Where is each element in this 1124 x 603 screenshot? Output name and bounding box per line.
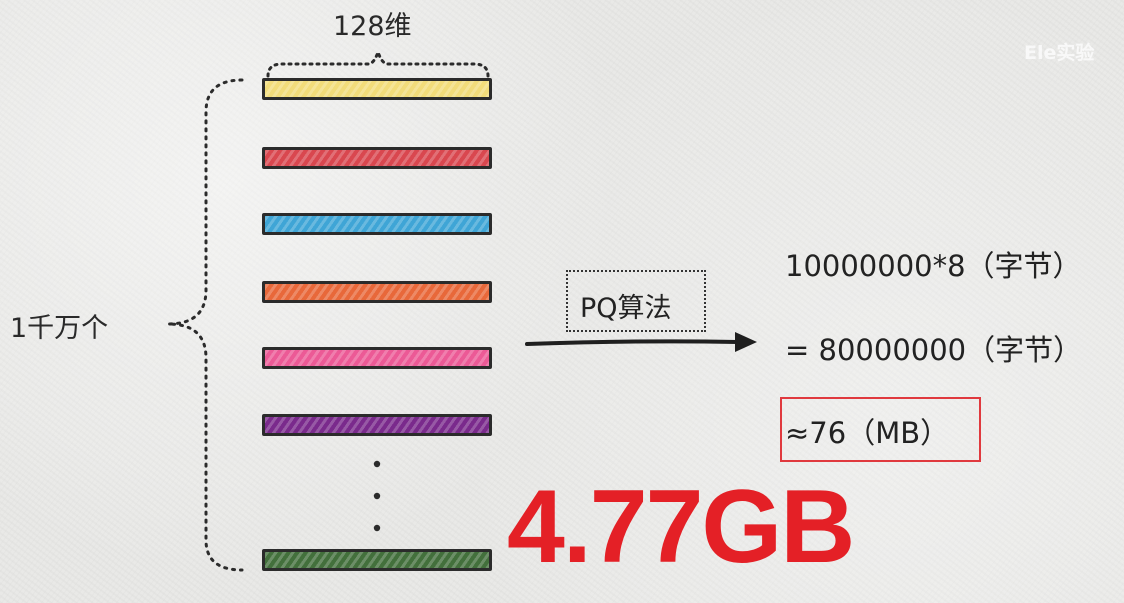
- left-count-brace: [167, 78, 244, 572]
- dimension-label: 128维: [333, 11, 412, 42]
- watermark-logo: Ele实验: [1024, 42, 1095, 64]
- vector-bar: [262, 549, 492, 571]
- vector-bar: [262, 213, 492, 235]
- vector-count-label: 1千万个: [10, 313, 109, 344]
- method-label: PQ算法: [580, 293, 672, 324]
- result-highlight-box: [780, 397, 981, 462]
- method-dotted-box: [566, 270, 706, 332]
- arrow-head-icon: [735, 332, 757, 352]
- ellipsis-dots: [373, 460, 381, 532]
- vector-bar: [262, 78, 492, 100]
- transform-arrow-line: [525, 339, 739, 346]
- calc-line-bytes: 10000000*8（字节）: [785, 249, 1082, 283]
- calc-line-megabytes: ≈76（MB）: [785, 416, 950, 450]
- calc-line-total: = 80000000（字节）: [785, 333, 1083, 367]
- vector-bar: [262, 347, 492, 369]
- vector-bar: [262, 147, 492, 169]
- original-size-label: 4.77GB: [507, 469, 855, 585]
- top-dimension-brace: [266, 47, 490, 78]
- vector-bar: [262, 414, 492, 436]
- vector-bar: [262, 281, 492, 303]
